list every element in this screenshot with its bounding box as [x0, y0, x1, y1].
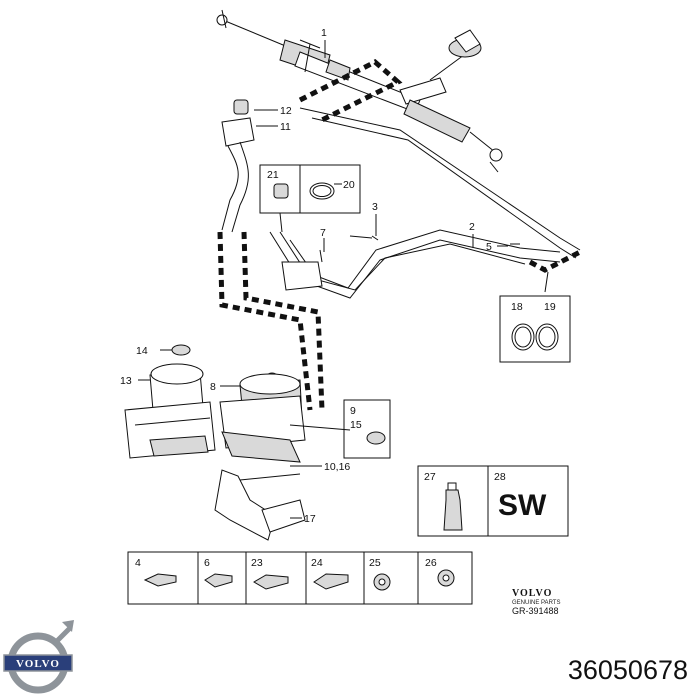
fastener-row — [127, 551, 473, 605]
sw-label: SW — [498, 489, 547, 522]
callout-26: 26 — [425, 557, 437, 569]
callout-labels: 1 12 11 21 20 3 7 2 5 18 19 14 13 8 9 15… — [120, 27, 556, 569]
figure-code: GR-391488 — [512, 606, 559, 616]
callout-11: 11 — [280, 121, 291, 133]
callout-15: 15 — [350, 419, 362, 431]
callout-12: 12 — [280, 105, 292, 117]
callout-25: 25 — [369, 557, 381, 569]
pump-unit-8 — [219, 372, 306, 463]
callout-18: 18 — [511, 301, 523, 313]
callout-8: 8 — [210, 381, 216, 393]
callout-23: 23 — [251, 557, 263, 569]
brand-name: VOLVO — [512, 588, 552, 599]
oring-box — [499, 295, 571, 363]
callout-19: 19 — [544, 301, 556, 313]
callout-28: 28 — [494, 471, 506, 483]
callout-3: 3 — [372, 201, 378, 213]
volvo-logo-icon: VOLVO — [3, 620, 74, 694]
pump-unit-13 — [124, 344, 216, 459]
callout-20: 20 — [343, 179, 355, 191]
callout-21: 21 — [267, 169, 279, 181]
leader-lines — [138, 40, 508, 519]
callout-6: 6 — [204, 557, 210, 569]
callout-9: 9 — [350, 405, 356, 417]
callout-14: 14 — [136, 345, 148, 357]
fluid-box — [417, 465, 569, 537]
logo-text: VOLVO — [16, 658, 60, 670]
mount-bracket — [214, 469, 306, 541]
callout-2: 2 — [469, 221, 475, 233]
steering-rack — [216, 9, 503, 173]
callout-1: 1 — [321, 27, 327, 39]
pressure-pipes — [269, 229, 582, 299]
rack-hose — [298, 59, 581, 259]
callout-17: 17 — [304, 513, 316, 525]
brand-block: VOLVO GENUINE PARTS GR-391488 — [512, 588, 560, 616]
callout-4: 4 — [135, 557, 141, 569]
callout-10-16: 10,16 — [324, 461, 350, 473]
brand-sub: GENUINE PARTS — [512, 600, 560, 606]
callout-27: 27 — [424, 471, 436, 483]
cap-box — [289, 399, 391, 459]
callout-7: 7 — [320, 227, 326, 239]
callout-24: 24 — [311, 557, 323, 569]
seal-kit-box — [259, 164, 361, 233]
callout-5: 5 — [486, 241, 492, 253]
upper-hose-assembly — [217, 99, 325, 411]
part-number: 36050678 — [567, 655, 688, 685]
callout-13: 13 — [120, 375, 132, 387]
